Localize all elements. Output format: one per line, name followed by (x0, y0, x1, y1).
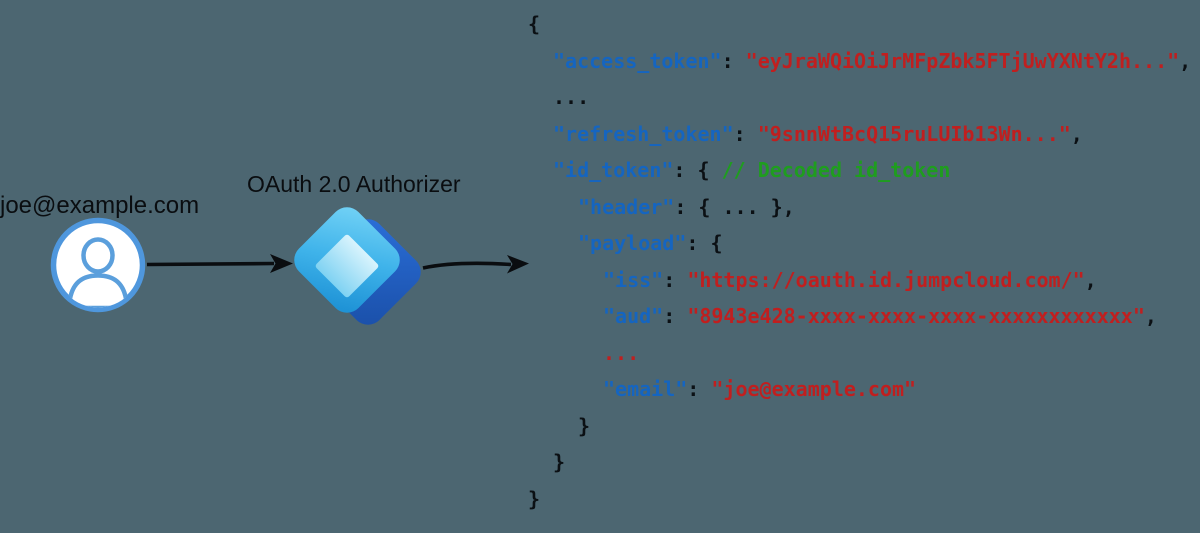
code-line: } (528, 486, 541, 511)
code-line: "header": { ... }, (578, 194, 795, 219)
code-line: "email": "joe@example.com" (603, 377, 917, 401)
user-icon (50, 217, 146, 313)
code-line: } (553, 450, 566, 474)
person-head-shape (81, 237, 115, 274)
user-email-label: joe@example.com (0, 192, 200, 219)
token-json-code: { "access_token": "eyJraWQiOiJrMFpZbk5FTj… (528, 6, 1191, 517)
code-line: "access_token": "eyJraWQiOiJrMFpZbk5FTjU… (553, 48, 1192, 73)
authorizer-label: OAuth 2.0 Authorizer (247, 171, 461, 197)
authorizer-to-token-arrow-icon (422, 255, 529, 274)
code-line: ... (603, 340, 640, 365)
user-to-authorizer-arrow-icon (146, 254, 293, 273)
code-line: "refresh_token": "9snnWtBcQ15ruLUIb13Wn.… (553, 121, 1083, 146)
diamond-inner-pyramid-shape (315, 234, 379, 298)
code-line: } (578, 413, 591, 438)
authorizer-icon (294, 207, 421, 325)
person-shoulders-shape (66, 273, 130, 308)
code-line: "aud": "8943e428-xxxx-xxxx-xxxx-xxxxxxxx… (603, 304, 1157, 328)
code-line: "id_token": { // Decoded id_token (553, 158, 951, 182)
code-line: ... (553, 85, 590, 109)
code-line: "iss": "https://oauth.id.jumpcloud.com/"… (603, 267, 1097, 292)
code-line: { (528, 12, 541, 36)
code-line: "payload": { (578, 231, 723, 255)
